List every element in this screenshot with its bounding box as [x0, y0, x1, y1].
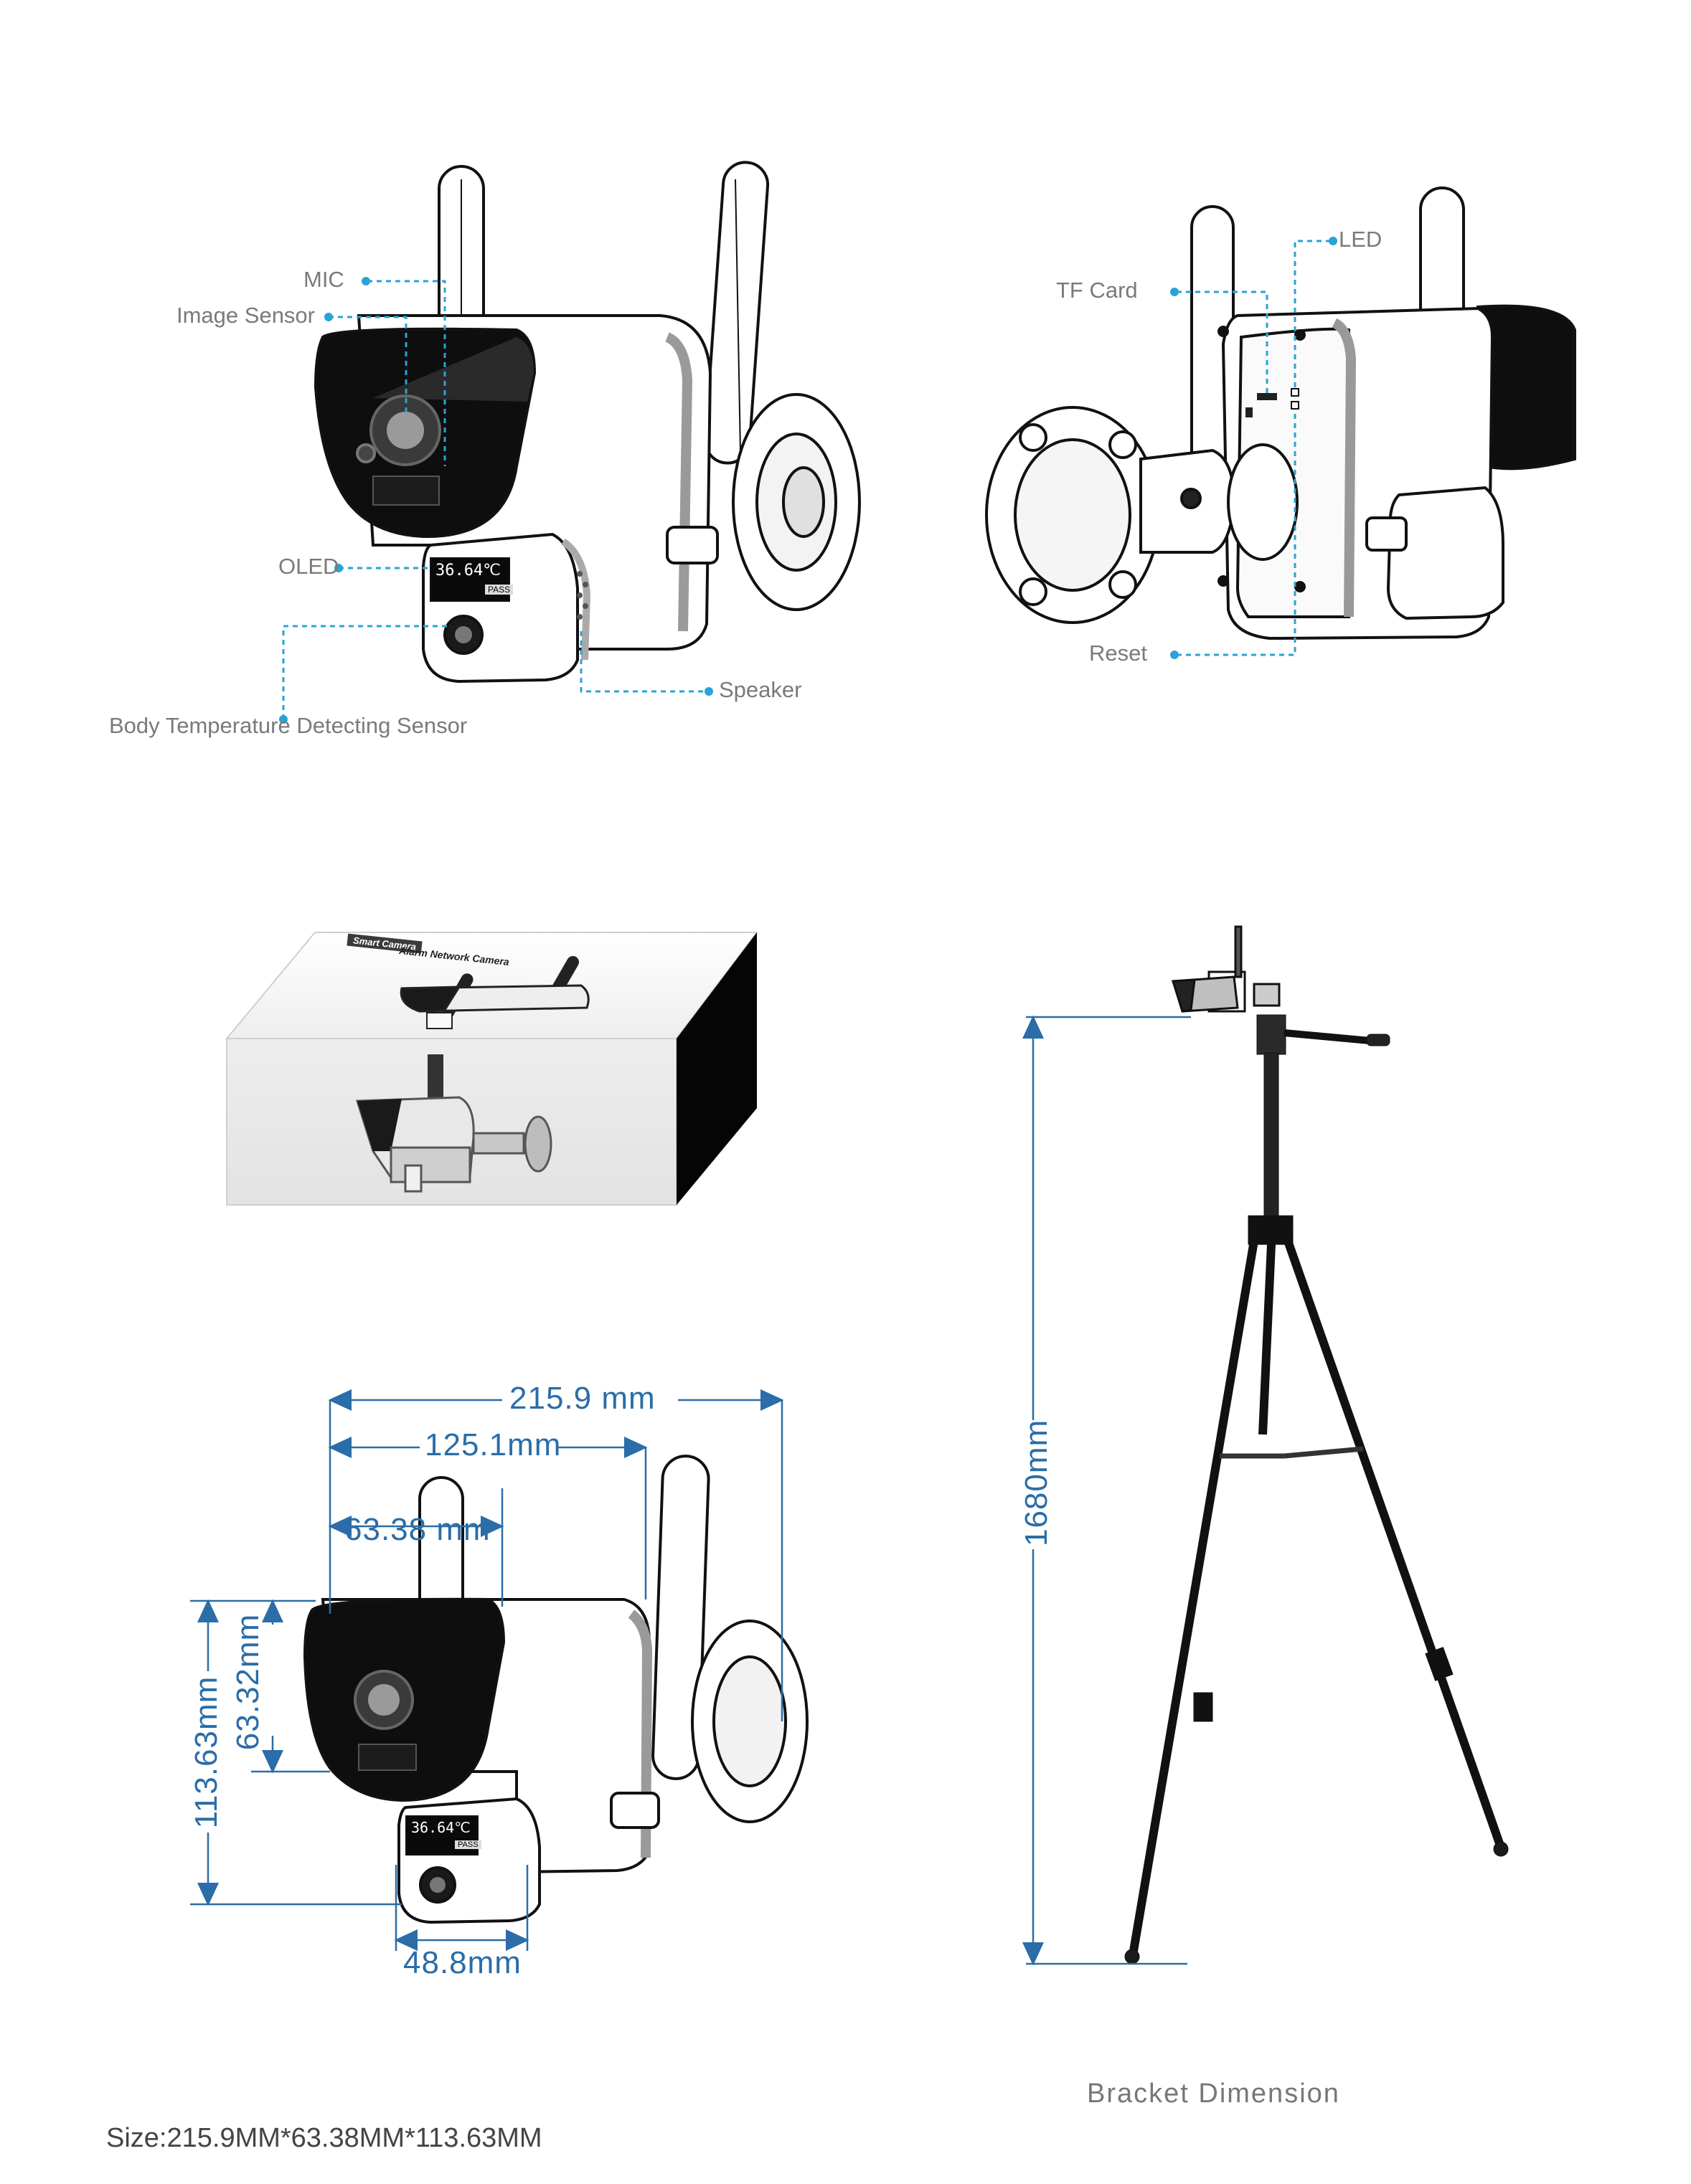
packaging-box: [225, 932, 759, 1206]
back-callouts: [1177, 240, 1331, 656]
dim-base-width: 48.8mm: [403, 1945, 522, 1980]
back-camera-drawing: [985, 186, 1576, 640]
label-speaker: Speaker: [719, 677, 802, 702]
label-tf-card: TF Card: [1056, 278, 1138, 303]
label-body-temp-sensor: Body Temperature Detecting Sensor: [109, 713, 468, 738]
front-callouts: [282, 280, 707, 719]
size-caption: Size:215.9MM*63.38MM*113.63MM: [106, 2123, 542, 2153]
dim-oled-status: PASS: [455, 1840, 481, 1849]
label-led: LED: [1339, 227, 1383, 252]
bracket-caption: Bracket Dimension: [1087, 2079, 1340, 2109]
dim-overall-width: 215.9 mm: [509, 1381, 656, 1416]
tripod-dimension-lines: [1022, 1015, 1191, 1966]
dim-head-width: 63.38 mm: [344, 1512, 491, 1547]
dim-oled-reading: 36.64℃: [411, 1819, 471, 1836]
dimension-lines: [190, 1389, 784, 1951]
front-camera-drawing: [314, 161, 861, 684]
label-image-sensor: Image Sensor: [176, 303, 315, 328]
label-mic: MIC: [303, 267, 344, 292]
dim-body-width: 125.1mm: [425, 1427, 562, 1462]
callout-dots: [279, 277, 713, 724]
dim-total-height: 113.63mm: [189, 1675, 224, 1829]
dim-head-height: 63.32mm: [230, 1613, 265, 1751]
tripod-drawing: [1124, 925, 1509, 1965]
label-oled: OLED: [278, 554, 339, 579]
label-reset: Reset: [1089, 640, 1147, 666]
tripod-height: 1680mm: [1019, 1419, 1054, 1546]
front-oled-status: PASS: [485, 585, 514, 595]
front-oled-reading: 36.64℃: [435, 562, 501, 580]
